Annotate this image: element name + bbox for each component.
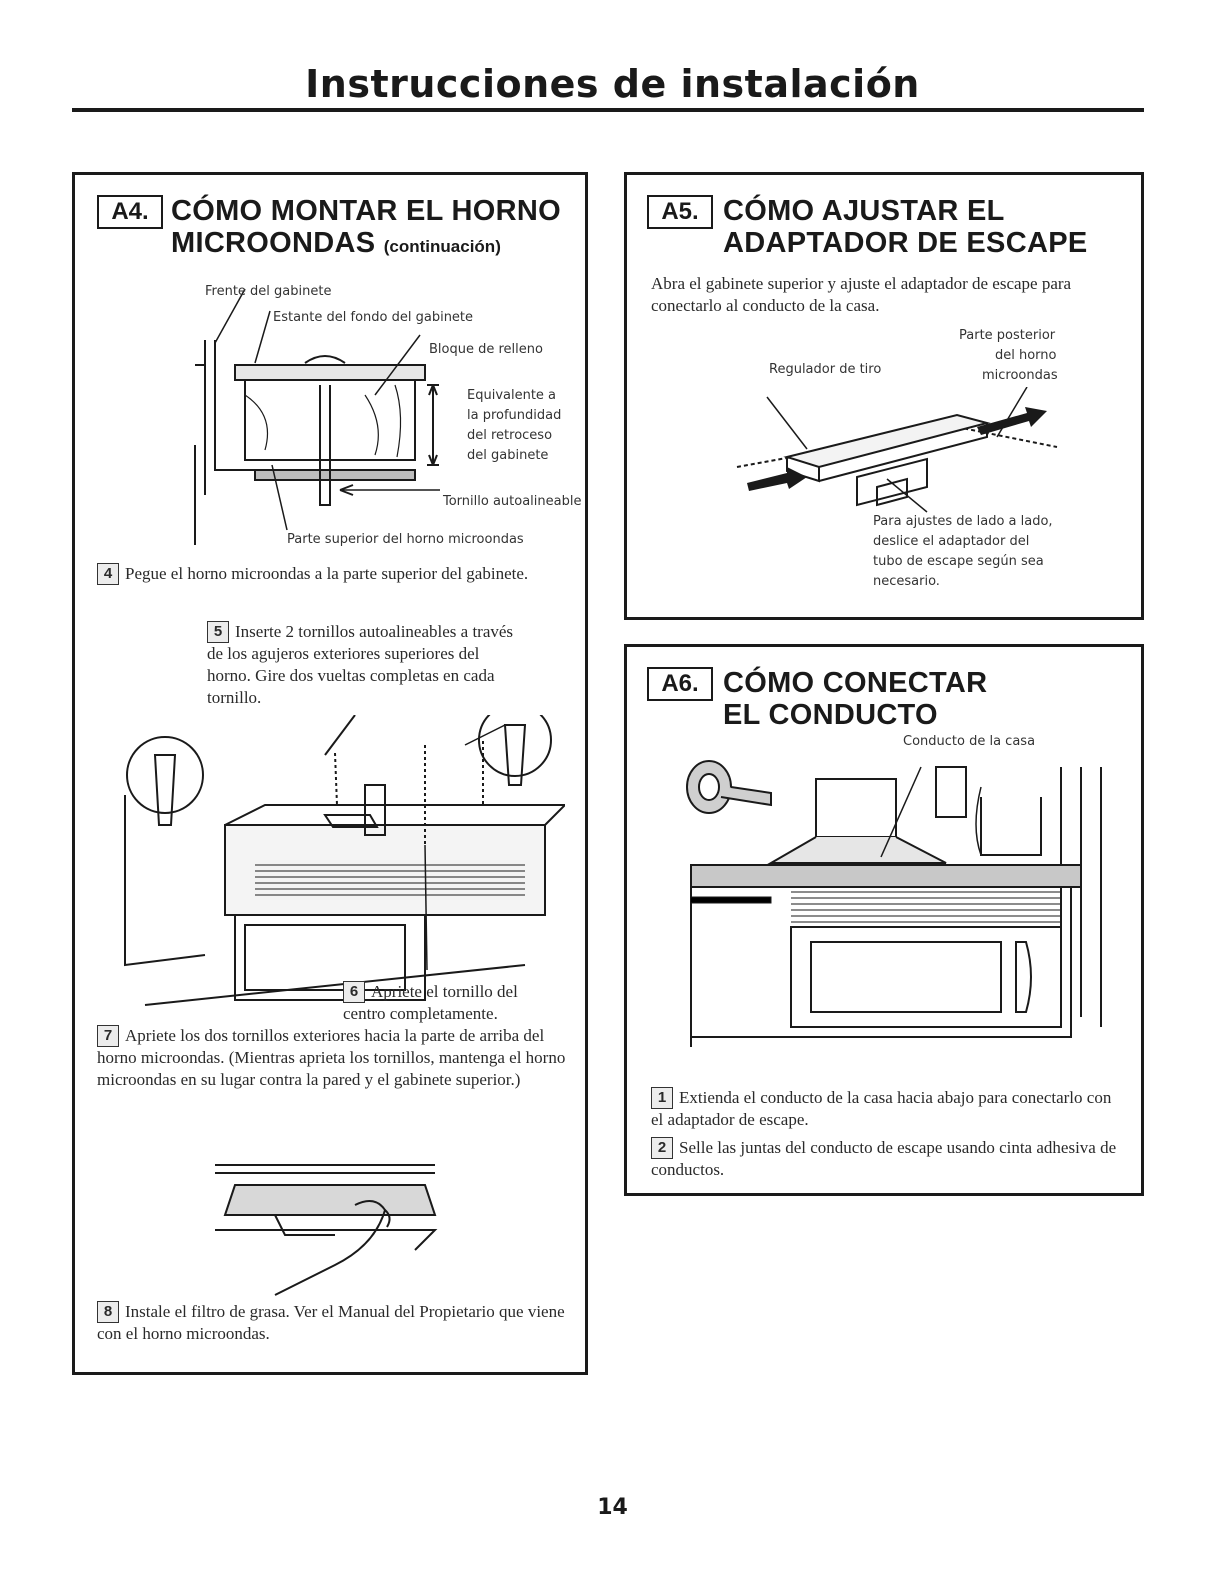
label-cabinet-front: Frente del gabinete xyxy=(205,284,332,299)
section-a6-heading-line2: EL CONDUCTO xyxy=(723,699,938,731)
step-number: 8 xyxy=(97,1301,119,1323)
label-rear-3: microondas xyxy=(982,368,1058,383)
duct-connection-diagram xyxy=(686,760,1102,1047)
label-equivalent-1: Equivalente a xyxy=(467,388,557,403)
section-a5-panel: A5. CÓMO AJUSTAR EL ADAPTADOR DE ESCAPE … xyxy=(624,172,1144,620)
step-text: Inserte 2 tornillos autoalineables a tra… xyxy=(207,622,514,707)
step-number: 1 xyxy=(651,1087,673,1109)
section-a6-badge: A6. xyxy=(647,667,713,701)
section-a4-heading-line1: CÓMO MONTAR EL HORNO xyxy=(171,195,561,227)
label-microwave-top: Parte superior del horno microondas xyxy=(287,532,524,547)
section-a5-heading-line1: CÓMO AJUSTAR EL xyxy=(723,195,1005,227)
label-equivalent-2: la profundidad xyxy=(467,408,562,423)
section-a4-heading-suffix: (continuación) xyxy=(383,237,501,256)
step-number: 5 xyxy=(207,621,229,643)
cabinet-cross-section-diagram xyxy=(194,288,440,545)
label-side-adjust-3: tubo de escape según sea xyxy=(873,554,1044,569)
step-number: 7 xyxy=(97,1025,119,1047)
label-filler-block: Bloque de relleno xyxy=(429,342,543,357)
step-text: Instale el filtro de grasa. Ver el Manua… xyxy=(97,1302,565,1343)
label-house-duct: Conducto de la casa xyxy=(903,734,1036,749)
section-a6-heading-line1: CÓMO CONECTAR xyxy=(723,667,988,699)
step-number: 2 xyxy=(651,1137,673,1159)
label-self-aligning-screw: Tornillo autoalineable xyxy=(443,494,582,509)
label-rear-1: Parte posterior xyxy=(959,328,1056,343)
label-equivalent-3: del retroceso xyxy=(467,428,553,443)
page-number: 14 xyxy=(597,1495,628,1520)
title-divider xyxy=(72,108,1144,112)
section-a4-heading-line2: MICROONDAS (continuación) xyxy=(171,227,501,263)
microwave-mounting-diagram xyxy=(124,715,565,1006)
section-a6-panel: A6. CÓMO CONECTAR EL CONDUCTO Conducto d… xyxy=(624,644,1144,1196)
section-a4-heading-main: MICROONDAS xyxy=(171,227,376,259)
step-number: 6 xyxy=(343,981,365,1003)
exhaust-adapter-diagram xyxy=(736,387,1058,513)
label-side-adjust-4: necesario. xyxy=(873,574,940,589)
a5-intro-text: Abra el gabinete superior y ajuste el ad… xyxy=(651,274,1072,315)
label-equivalent-4: del gabinete xyxy=(467,448,549,463)
page-title: Instrucciones de instalación xyxy=(305,62,920,106)
step-number: 4 xyxy=(97,563,119,585)
step-text: Extienda el conducto de la casa hacia ab… xyxy=(651,1088,1112,1129)
label-damper: Regulador de tiro xyxy=(769,362,882,377)
step-text: Pegue el horno microondas a la parte sup… xyxy=(125,564,529,583)
label-side-adjust-2: deslice el adaptador del xyxy=(873,534,1030,549)
grease-filter-diagram xyxy=(215,1164,438,1296)
label-side-adjust-1: Para ajustes de lado a lado, xyxy=(873,514,1053,529)
section-a4-panel: A4. CÓMO MONTAR EL HORNO MICROONDAS (con… xyxy=(72,172,588,1375)
step-text: Apriete los dos tornillos exteriores hac… xyxy=(97,1026,566,1089)
step-text: Apriete el tornillo del centro completam… xyxy=(343,982,518,1023)
section-a4-badge: A4. xyxy=(97,195,163,229)
a4-step-4: 4 Pegue el horno microondas a la parte su… xyxy=(97,563,567,585)
label-cabinet-back-shelf: Estante del fondo del gabinete xyxy=(273,310,474,325)
label-rear-2: del horno xyxy=(995,348,1057,363)
section-a5-heading-line2: ADAPTADOR DE ESCAPE xyxy=(723,227,1088,259)
step-text: Selle las juntas del conducto de escape … xyxy=(651,1138,1117,1179)
section-a5-badge: A5. xyxy=(647,195,713,229)
